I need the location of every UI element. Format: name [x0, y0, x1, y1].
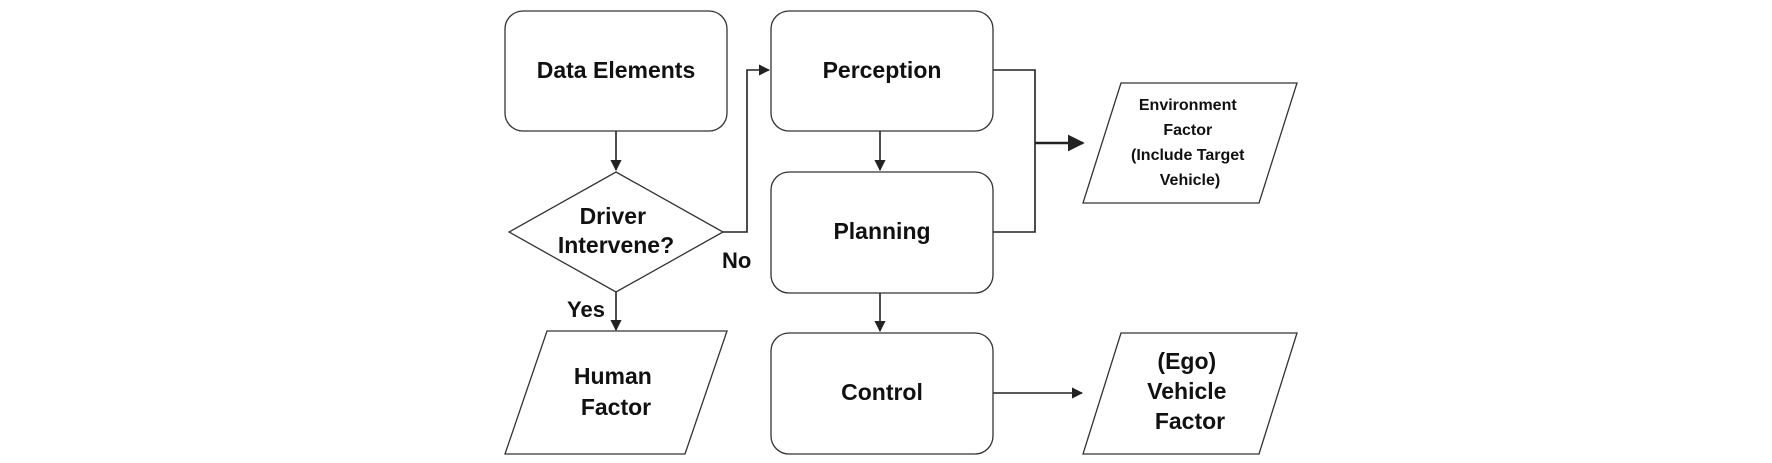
- node-driver-intervene: Driver Intervene?: [507, 171, 725, 293]
- vehicle-factor-line-2: Vehicle: [1147, 378, 1226, 404]
- driver-intervene-line-2: Intervene?: [558, 232, 674, 258]
- svg-text:Human Factor: Human Factor: [574, 363, 658, 420]
- edge-perception-out: [993, 69, 1036, 143]
- human-factor-line-2: Factor: [581, 394, 651, 420]
- human-factor-line-1: Human: [574, 363, 652, 389]
- edges: [610, 64, 1085, 399]
- label-yes: Yes: [567, 297, 605, 322]
- node-planning: Planning: [770, 171, 994, 294]
- svg-text:Environment Factor: Environment Factor (Include Target Vehic…: [1131, 97, 1249, 189]
- driver-intervene-line-1: Driver: [580, 203, 647, 229]
- node-control: Control: [770, 332, 994, 455]
- environment-factor-line-1: Environment: [1139, 97, 1237, 114]
- node-perception: Perception: [770, 10, 994, 132]
- label-no: No: [722, 248, 751, 273]
- vehicle-factor-line-3: Factor: [1155, 408, 1225, 434]
- svg-text:Driver Intervene?: Driver Intervene?: [558, 203, 674, 258]
- environment-factor-line-4: Vehicle): [1160, 172, 1220, 189]
- perception-label: Perception: [823, 57, 942, 83]
- planning-label: Planning: [833, 218, 930, 244]
- edge-planning-out: [993, 143, 1036, 233]
- edge-driver-to-perception: [723, 64, 771, 233]
- node-vehicle-factor: (Ego) Vehicle Factor: [1082, 332, 1298, 455]
- data-elements-label: Data Elements: [537, 57, 696, 83]
- control-label: Control: [841, 379, 923, 405]
- svg-text:(Ego) Vehicle Fact: (Ego) Vehicle Factor: [1147, 348, 1233, 434]
- node-environment-factor: Environment Factor (Include Target Vehic…: [1082, 82, 1298, 204]
- environment-factor-line-2: Factor: [1163, 122, 1212, 139]
- vehicle-factor-line-1: (Ego): [1157, 348, 1216, 374]
- node-data-elements: Data Elements: [504, 10, 728, 132]
- environment-factor-line-3: (Include Target: [1131, 147, 1245, 164]
- node-human-factor: Human Factor: [504, 330, 728, 455]
